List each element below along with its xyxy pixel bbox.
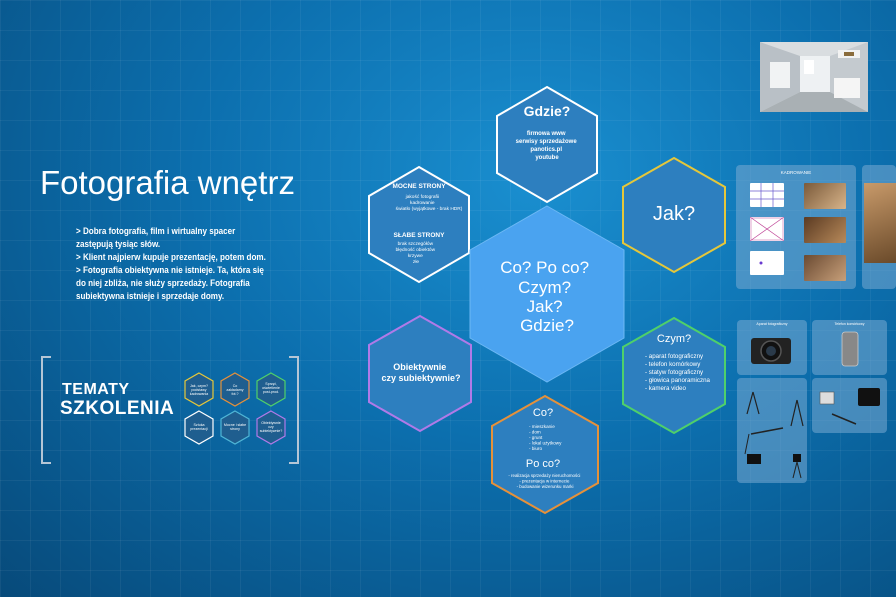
kadrowanie-side-thumb xyxy=(864,183,896,263)
gear-phone-panel[interactable]: Telefon komórkowy xyxy=(812,320,887,375)
bullet-3: > Fotografia obiektywna nie istnieje. Ta… xyxy=(76,265,264,301)
grid-diagram-thumb xyxy=(750,183,784,207)
hex-poco-heading: Po co? xyxy=(526,458,560,470)
topics-label-line2: SZKOLENIA xyxy=(60,398,175,419)
hex-mocne-heading: MOCNE STRONY xyxy=(392,183,446,190)
hex-slabe-heading: SŁABE STRONY xyxy=(394,232,446,239)
hex-gdzie-items: firmowa www serwisy sprzedażowe panotics… xyxy=(516,131,579,161)
bullet-1: > Dobra fotografia, film i wirtualny spa… xyxy=(76,226,236,249)
hex-gdzie[interactable]: Gdzie? firmowa www serwisy sprzedażowe p… xyxy=(496,85,598,204)
interior-thumb-2 xyxy=(804,217,846,243)
interior-photo-image xyxy=(760,42,868,112)
bullet-2: > Klient najpierw kupuje prezentację, po… xyxy=(76,252,266,262)
phone-icon xyxy=(841,331,859,367)
hex-czym-items: - aparat fotograficzny - telefon komórko… xyxy=(645,353,712,392)
hex-czym[interactable]: Czym? - aparat fotograficzny - telefon k… xyxy=(622,316,726,435)
diagonal-diagram-icon xyxy=(749,216,785,242)
hex-slabe-items: brak szczegółów błędność obiektów krzywe… xyxy=(396,241,437,265)
hex-mocne-slabe[interactable]: MOCNE STRONY jakość fotografii kadrowani… xyxy=(368,165,470,284)
slide-bullets: > Dobra fotografia, film i wirtualny spa… xyxy=(76,225,271,303)
slide-title: Fotografia wnętrz xyxy=(40,164,295,201)
hex-obiektywnie-lines: Obiektywnie czy subiektywnie? xyxy=(381,362,460,383)
interior-photo[interactable] xyxy=(760,42,868,112)
hex-jak[interactable]: Jak? xyxy=(622,156,726,274)
diagonal-diagram-thumb xyxy=(749,216,785,242)
gear-tripods-panel[interactable] xyxy=(737,378,807,483)
point-diagram-icon xyxy=(759,261,763,265)
hex-gdzie-heading: Gdzie? xyxy=(524,103,571,119)
hex-poco-items: - realizacja sprzedaży nieruchomości - p… xyxy=(508,473,581,489)
topics-label-line1: TEMATY xyxy=(62,381,130,398)
topics-label[interactable]: TEMATY SZKOLENIA xyxy=(60,380,174,418)
hex-co-heading: Co? xyxy=(533,407,553,419)
hex-czym-heading: Czym? xyxy=(657,333,691,345)
grid-diagram-icon xyxy=(750,183,784,207)
tripod-icon xyxy=(744,391,804,479)
point-diagram-thumb xyxy=(750,251,784,275)
gear-phone-label: Telefon komórkowy xyxy=(834,322,865,326)
kadrowanie-side-photo[interactable] xyxy=(862,165,896,289)
gear-camera-label: Aparat fotograficzny xyxy=(756,322,788,326)
hex-co-poco[interactable]: Co? - mieszkanie - dom - grunt - lokal u… xyxy=(491,394,599,515)
hex-center[interactable]: Co? Po co? Czym? Jak? Gdzie? xyxy=(469,205,625,383)
interior-thumb-3 xyxy=(804,255,846,281)
hex-co-items: - mieszkanie - dom - grunt - lokal użytk… xyxy=(529,424,563,451)
video-camera-icon xyxy=(819,388,880,425)
topics-bracket-right xyxy=(289,356,299,464)
gear-video-panel[interactable] xyxy=(812,378,887,433)
interior-thumb-1 xyxy=(804,183,846,209)
hex-mocne-items: jakość fotografii kadrowanie światło (wy… xyxy=(396,194,463,212)
kadrowanie-title: KADROWANIE xyxy=(780,170,812,175)
hex-center-lines: Co? Po co? Czym? Jak? Gdzie? xyxy=(500,258,594,335)
topics-bracket-left xyxy=(41,356,51,464)
hex-jak-heading: Jak? xyxy=(653,203,695,225)
kadrowanie-panel[interactable]: KADROWANIE xyxy=(736,165,856,289)
gear-camera-panel[interactable]: Aparat fotograficzny xyxy=(737,320,807,375)
camera-icon xyxy=(751,338,791,364)
hex-obiektywnie[interactable]: Obiektywnie czy subiektywnie? xyxy=(368,314,472,433)
